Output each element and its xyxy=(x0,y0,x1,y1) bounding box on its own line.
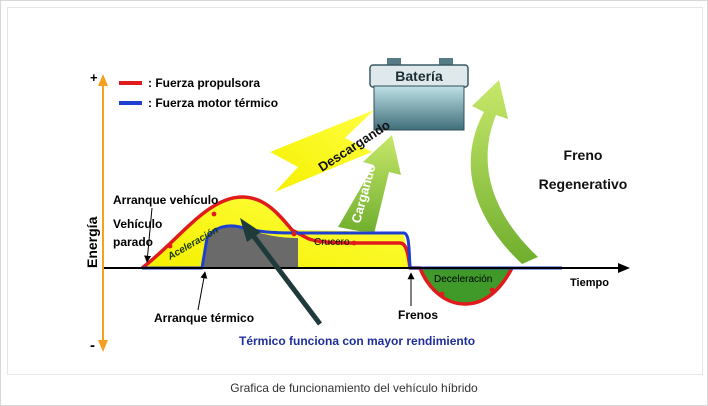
thermal-curve xyxy=(142,224,562,270)
battery-label: Batería xyxy=(395,68,443,84)
vehicle-stopped-line2: parado xyxy=(113,235,153,249)
energy-axis-up-arrow xyxy=(98,74,108,86)
cruise-label: Crucero xyxy=(314,237,350,248)
x-axis-label: Tiempo xyxy=(570,277,609,289)
efficiency-note: Térmico funciona con mayor rendimiento xyxy=(239,334,475,348)
brakes-label: Frenos xyxy=(398,308,438,322)
vehicle-start-label: Arranque vehículo xyxy=(113,193,218,207)
regen-label-line2: Regenerativo xyxy=(539,176,628,192)
battery-icon xyxy=(369,58,469,131)
y-axis-label: Energía xyxy=(84,216,100,268)
thermal-area xyxy=(202,225,298,268)
diagram-panel: + - Energía : Fuerza propulsora : Fuerza… xyxy=(7,7,703,375)
plus-sign: + xyxy=(90,70,98,85)
vehicle-start-pointer xyxy=(144,207,153,263)
figure-caption: Grafica de funcionamiento del vehículo h… xyxy=(230,381,478,395)
efficiency-pointer-head xyxy=(240,218,261,242)
thermal-start-label: Arranque térmico xyxy=(154,311,254,325)
time-axis-arrow xyxy=(618,263,630,273)
discharging-arrow xyxy=(270,110,374,192)
energy-axis-down-arrow xyxy=(98,340,108,352)
efficiency-pointer xyxy=(250,232,322,326)
charging-arrow xyxy=(338,135,401,234)
hybrid-energy-diagram: + - Energía : Fuerza propulsora : Fuerza… xyxy=(84,58,630,354)
legend-propulsion-label: : Fuerza propulsora xyxy=(148,76,260,90)
minus-sign: - xyxy=(90,337,95,354)
deceleration-label: Deceleración xyxy=(434,274,492,285)
thermal-start-pointer xyxy=(197,271,208,311)
regenerative-arrow xyxy=(470,80,538,264)
regen-label-line1: Freno xyxy=(564,147,603,163)
vehicle-stopped-line1: Vehículo xyxy=(113,217,162,231)
legend-thermal-label: : Fuerza motor térmico xyxy=(148,96,278,110)
